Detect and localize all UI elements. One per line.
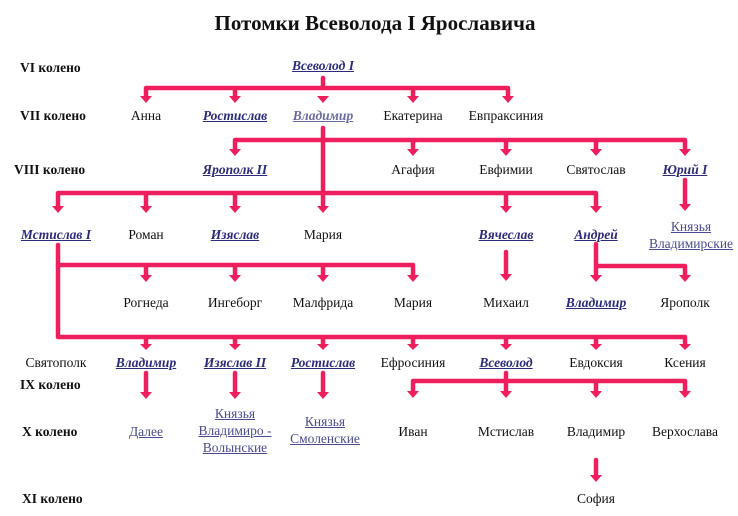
person-rostislav-vii[interactable]: Ростислав	[202, 108, 268, 123]
arrowhead	[590, 344, 602, 350]
person-mariya-2: Мария	[393, 295, 433, 310]
person-evdoksiya: Евдоксия	[569, 355, 623, 370]
person-efrosiniya: Ефросиния	[380, 355, 446, 370]
arrowhead	[500, 149, 512, 156]
arrowhead	[679, 344, 691, 350]
link-dalee[interactable]: Далее	[128, 424, 164, 439]
arrowhead	[590, 149, 602, 156]
arrowhead	[229, 96, 241, 103]
arrowhead	[407, 391, 419, 398]
connector-andrey	[593, 241, 688, 279]
connector-vladimir-viii	[232, 125, 688, 153]
person-svyatoslav: Святослав	[566, 162, 626, 177]
person-anna: Анна	[130, 108, 162, 123]
person-svyatopolk: Святополк	[25, 355, 87, 370]
arrowhead	[140, 206, 152, 213]
arrowhead	[317, 344, 329, 350]
person-malfrida: Малфрида	[292, 295, 354, 310]
person-kseniya: Ксения	[664, 355, 706, 370]
level-label-xi: XI колено	[22, 491, 83, 506]
arrowhead	[140, 392, 152, 399]
person-evfimii: Евфимии	[479, 162, 533, 177]
person-vsevolod-ix[interactable]: Всеволод	[479, 355, 533, 370]
arrowhead	[229, 344, 241, 350]
level-label-vii: VII колено	[20, 108, 86, 123]
arrowhead	[407, 96, 419, 103]
link-knyazya-smolenskie[interactable]: Князья Смоленские	[290, 414, 360, 446]
arrowhead	[317, 392, 329, 399]
arrowhead	[52, 206, 64, 213]
person-mariya-1: Мария	[303, 227, 343, 242]
arrowhead	[679, 204, 691, 211]
page-title: Потомки Всеволода I Ярославича	[214, 11, 536, 35]
person-vladimir-x: Владимир	[566, 424, 626, 439]
arrowhead	[407, 149, 419, 156]
arrowhead	[500, 344, 512, 350]
arrowhead	[317, 206, 329, 213]
person-rogneda: Рогнеда	[123, 295, 169, 310]
level-label-viii: VIII колено	[14, 162, 86, 177]
arrowhead	[229, 149, 241, 156]
person-vladimir-ix[interactable]: Владимир	[115, 355, 177, 370]
connector-mstislav-ix	[55, 262, 688, 348]
connector-vsevolod-i	[143, 75, 511, 100]
level-label-x: X колено	[22, 424, 78, 439]
person-agafiya: Агафия	[391, 162, 435, 177]
arrowhead	[229, 392, 241, 399]
person-ekaterina: Екатерина	[383, 108, 443, 123]
connector-vladimir-trunk	[55, 137, 599, 210]
link-knyazya-vladimirskie[interactable]: Князья Владимирские	[648, 219, 734, 251]
person-vyacheslav[interactable]: Вячеслав	[478, 227, 534, 242]
connector-vsevolod-ix	[410, 370, 688, 395]
level-label-ix: IX колено	[20, 377, 81, 392]
person-roman: Роман	[128, 227, 164, 242]
person-mstislav-i[interactable]: Мстислав I	[20, 227, 92, 242]
connector-mstislav-daughters	[55, 242, 416, 279]
arrowhead	[140, 275, 152, 282]
arrowhead	[590, 275, 602, 282]
person-izyaslav-ii[interactable]: Изяслав II	[203, 355, 267, 370]
arrowhead	[679, 275, 691, 282]
person-vladimir-andreevich[interactable]: Владимир	[565, 295, 627, 310]
arrowhead	[590, 206, 602, 213]
person-ingeborg: Ингеборг	[207, 295, 263, 310]
arrowhead	[140, 96, 152, 103]
person-sofiya: София	[577, 491, 615, 506]
person-evpraksiniya: Евпраксиния	[468, 108, 544, 123]
person-yuriy-i[interactable]: Юрий I	[662, 162, 708, 177]
person-mikhail: Михаил	[483, 295, 529, 310]
arrowhead	[229, 206, 241, 213]
person-verkhoslava: Верхослава	[652, 424, 718, 439]
arrowhead	[500, 274, 512, 281]
level-label-vi: VI колено	[20, 60, 81, 75]
person-yaropolk: Ярополк	[660, 295, 710, 310]
person-ivan: Иван	[398, 424, 428, 439]
arrowhead	[317, 275, 329, 282]
link-knyazya-vladimiro-volynskie[interactable]: Князья Владимиро - Волынские	[198, 406, 272, 455]
arrowhead	[317, 96, 329, 103]
arrowhead	[679, 391, 691, 398]
person-rostislav-ix[interactable]: Ростислав	[290, 355, 356, 370]
arrowhead	[502, 96, 514, 103]
person-vladimir-vii[interactable]: Владимир	[292, 108, 354, 123]
person-yaropolk-ii[interactable]: Ярополк II	[202, 162, 268, 177]
person-mstislav-x: Мстислав	[477, 424, 535, 439]
arrowhead	[407, 275, 419, 282]
arrowhead	[590, 475, 602, 482]
connector-ix-singles	[143, 370, 326, 396]
arrowhead	[140, 344, 152, 350]
arrowhead	[679, 149, 691, 156]
person-andrey[interactable]: Андрей	[574, 227, 618, 242]
arrowhead	[229, 275, 241, 282]
arrowhead	[500, 206, 512, 213]
person-vsevolod-i[interactable]: Всеволод I	[292, 58, 354, 73]
person-izyaslav[interactable]: Изяслав	[210, 227, 260, 242]
arrowhead	[590, 391, 602, 398]
arrowhead	[500, 391, 512, 398]
arrowhead	[407, 344, 419, 350]
